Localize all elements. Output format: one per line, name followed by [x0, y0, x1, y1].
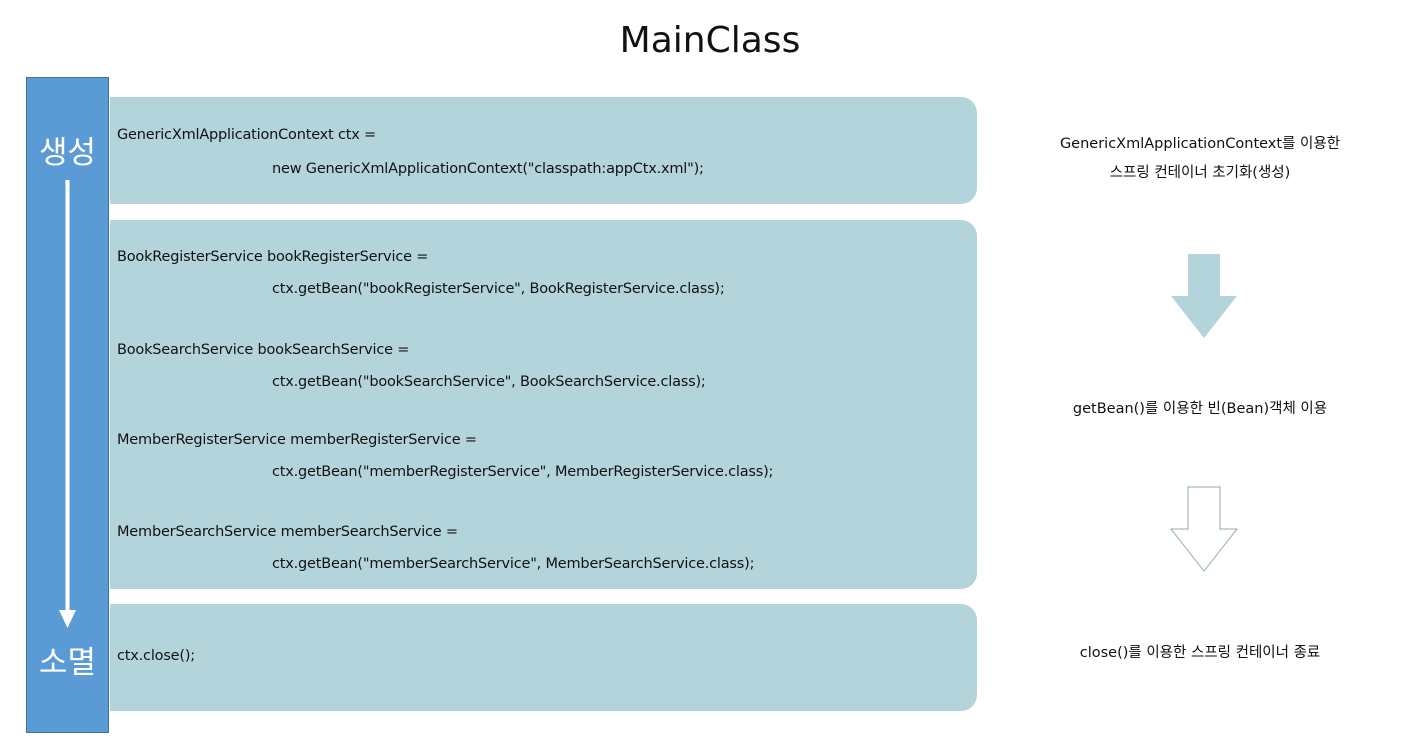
use-statement-4-decl: MemberSearchService memberSearchService …: [117, 524, 458, 540]
down-arrow-filled-icon: [1171, 254, 1237, 338]
down-arrow-outline-icon: [1169, 486, 1239, 572]
create-description-line-2: 스프링 컨테이너 초기화(생성): [1109, 165, 1291, 181]
destroy-panel: [110, 604, 977, 711]
use-statement-2-call: ctx.getBean("bookSearchService", BookSea…: [272, 374, 706, 390]
use-statement-4-call: ctx.getBean("memberSearchService", Membe…: [272, 556, 755, 572]
use-statement-1-decl: BookRegisterService bookRegisterService …: [117, 249, 429, 265]
create-code-line-1: GenericXmlApplicationContext ctx =: [117, 127, 376, 143]
use-statement-1-call: ctx.getBean("bookRegisterService", BookR…: [272, 281, 725, 297]
create-description-line-1: GenericXmlApplicationContext를 이용한: [1059, 136, 1341, 152]
use-statement-2-decl: BookSearchService bookSearchService =: [117, 342, 410, 358]
use-panel: [110, 220, 977, 589]
lifecycle-start-label: 생성: [38, 135, 97, 171]
destroy-code-line-1: ctx.close();: [117, 648, 195, 664]
create-code-line-2: new GenericXmlApplicationContext("classp…: [272, 161, 704, 177]
diagram-title: MainClass: [619, 20, 801, 61]
create-panel: [110, 97, 977, 204]
use-statement-3-call: ctx.getBean("memberRegisterService", Mem…: [272, 464, 774, 480]
use-description: getBean()를 이용한 빈(Bean)객체 이용: [1072, 401, 1328, 417]
lifecycle-bar: [26, 77, 109, 733]
use-statement-3-decl: MemberRegisterService memberRegisterServ…: [117, 432, 477, 448]
lifecycle-end-label: 소멸: [38, 645, 97, 681]
destroy-description: close()를 이용한 스프링 컨테이너 종료: [1079, 645, 1321, 661]
